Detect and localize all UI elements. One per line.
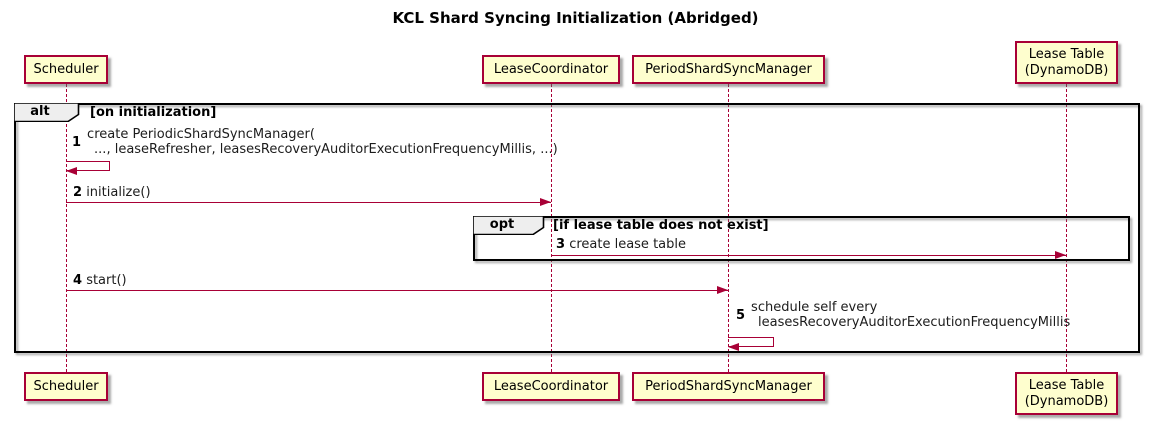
message-5-self-arrow bbox=[728, 337, 774, 347]
participant-label-line2: (DynamoDB) bbox=[1024, 62, 1109, 78]
message-1-text: create PeriodicShardSyncManager( ..., le… bbox=[87, 127, 558, 157]
participant-leasetable-bottom: Lease Table (DynamoDB) bbox=[1015, 372, 1118, 415]
message-1-arrowhead bbox=[66, 167, 77, 175]
message-4-text: start() bbox=[86, 273, 127, 288]
participant-label: Scheduler bbox=[33, 378, 99, 394]
lifeline-leasecoordinator bbox=[551, 84, 552, 372]
message-4-arrowhead bbox=[717, 286, 728, 294]
message-3: 3 create lease table bbox=[556, 237, 686, 252]
participant-label: LeaseCoordinator bbox=[493, 378, 609, 394]
message-1-line1: create PeriodicShardSyncManager( bbox=[87, 127, 315, 142]
message-2-arrowhead bbox=[540, 198, 551, 206]
diagram-title: KCL Shard Syncing Initialization (Abridg… bbox=[392, 9, 759, 27]
participant-leasetable-top: Lease Table (DynamoDB) bbox=[1015, 41, 1118, 84]
participant-label-line2: (DynamoDB) bbox=[1024, 393, 1109, 409]
message-4: 4 start() bbox=[73, 273, 127, 288]
message-1-seq: 1 bbox=[72, 134, 82, 150]
participant-leasecoordinator-bottom: LeaseCoordinator bbox=[482, 372, 620, 401]
lifeline-periodshardsyncmanager bbox=[728, 84, 729, 372]
message-2-text: initialize() bbox=[86, 185, 151, 200]
message-4-arrow bbox=[66, 290, 728, 291]
message-3-text: create lease table bbox=[569, 237, 686, 252]
alt-frame bbox=[14, 103, 1140, 353]
alt-frame-tab-shape bbox=[14, 103, 80, 122]
participant-scheduler-bottom: Scheduler bbox=[24, 372, 108, 401]
participant-scheduler-top: Scheduler bbox=[24, 55, 108, 84]
message-1-line2: ..., leaseRefresher, leasesRecoveryAudit… bbox=[94, 142, 558, 157]
participant-label: PeriodShardSyncManager bbox=[645, 378, 812, 394]
message-5-text: schedule self every leasesRecoveryAudito… bbox=[751, 300, 1070, 330]
participant-label: LeaseCoordinator bbox=[493, 61, 609, 77]
message-5-line1: schedule self every bbox=[751, 300, 878, 315]
participant-leasecoordinator-top: LeaseCoordinator bbox=[482, 55, 620, 84]
opt-frame bbox=[473, 216, 1130, 261]
message-3-seq: 3 bbox=[556, 237, 566, 252]
participant-label-line1: Lease Table bbox=[1028, 46, 1105, 62]
message-3-arrowhead bbox=[1055, 251, 1066, 259]
message-1-self-arrow bbox=[66, 161, 110, 171]
alt-frame-tab: alt bbox=[14, 103, 80, 122]
message-3-arrow bbox=[551, 255, 1066, 256]
message-4-seq: 4 bbox=[73, 273, 83, 288]
message-1: 1 create PeriodicShardSyncManager( ..., … bbox=[72, 127, 558, 157]
alt-frame-keyword: alt bbox=[30, 104, 50, 119]
participant-label: Scheduler bbox=[33, 61, 99, 77]
lifeline-leasetable bbox=[1066, 84, 1067, 372]
opt-frame-condition: [if lease table does not exist] bbox=[553, 218, 769, 233]
participant-periodshardsyncmanager-top: PeriodShardSyncManager bbox=[632, 55, 825, 84]
opt-frame-tab-shape bbox=[473, 216, 545, 235]
message-5-arrowhead bbox=[728, 343, 739, 351]
lifeline-scheduler bbox=[66, 84, 67, 372]
message-5-line2: leasesRecoveryAuditorExecutionFrequencyM… bbox=[758, 315, 1071, 330]
participant-periodshardsyncmanager-bottom: PeriodShardSyncManager bbox=[632, 372, 825, 401]
opt-frame-tab: opt bbox=[473, 216, 545, 235]
message-2-seq: 2 bbox=[73, 185, 83, 200]
participant-label: PeriodShardSyncManager bbox=[645, 61, 812, 77]
message-2: 2 initialize() bbox=[73, 185, 151, 200]
participant-label-line1: Lease Table bbox=[1028, 377, 1105, 393]
message-5: 5 schedule self every leasesRecoveryAudi… bbox=[736, 300, 1070, 330]
message-2-arrow bbox=[66, 202, 551, 203]
opt-frame-keyword: opt bbox=[489, 217, 515, 232]
message-5-seq: 5 bbox=[736, 307, 746, 323]
alt-frame-condition: [on initialization] bbox=[90, 105, 217, 120]
